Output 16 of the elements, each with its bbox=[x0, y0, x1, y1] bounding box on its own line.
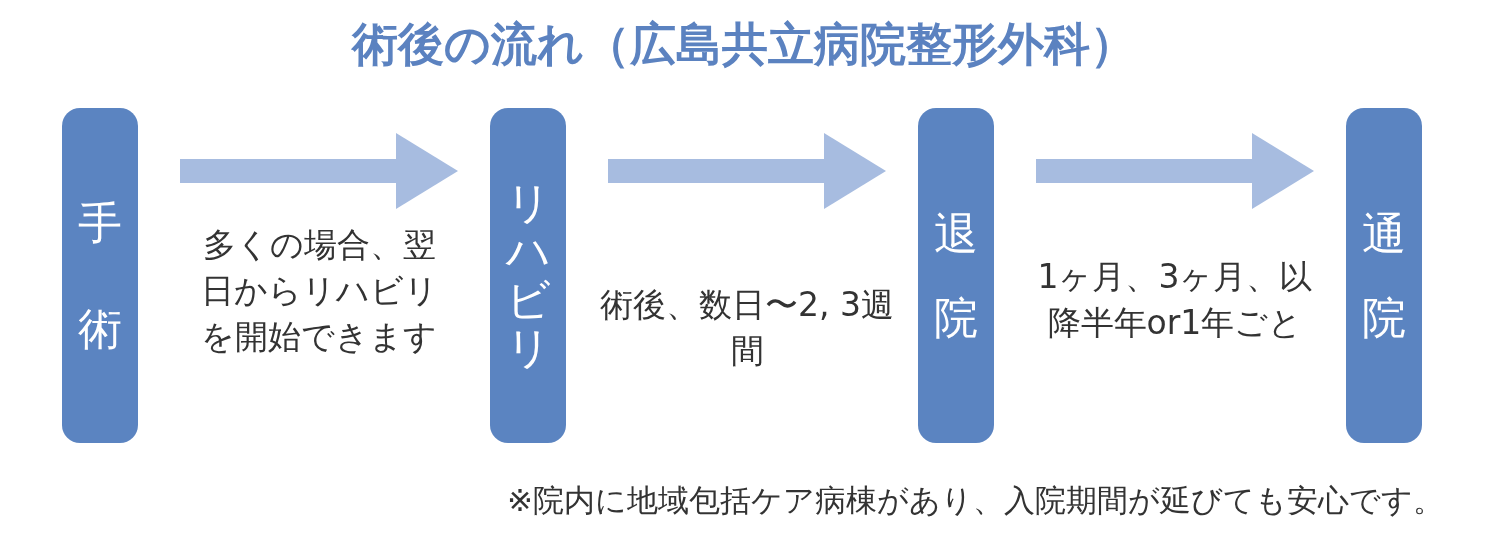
edge-label: 術後、数日〜2, 3週間 bbox=[599, 284, 895, 373]
arrow bbox=[608, 133, 886, 209]
step-box bbox=[918, 108, 994, 443]
edge-label: 1ヶ月、3ヶ月、以降半年or1年ごと bbox=[1036, 256, 1314, 345]
arrow bbox=[1036, 133, 1314, 209]
title: 術後の流れ（広島共立病院整形外科） bbox=[350, 16, 1137, 73]
step-label: リハビリ bbox=[506, 178, 550, 373]
step-box bbox=[490, 108, 566, 443]
footnote: ※院内に地域包括ケア病棟があり、入院期間が延びても安心です。 bbox=[507, 481, 1444, 520]
step-label: 退院 bbox=[934, 206, 978, 345]
step-label: 手術 bbox=[78, 195, 122, 356]
arrow bbox=[180, 133, 458, 209]
step-box bbox=[62, 108, 138, 443]
step-label: 通院 bbox=[1362, 206, 1406, 345]
edge-label: 多くの場合、翌日からリハビリを開始できます bbox=[199, 224, 439, 359]
step-box bbox=[1346, 108, 1422, 443]
